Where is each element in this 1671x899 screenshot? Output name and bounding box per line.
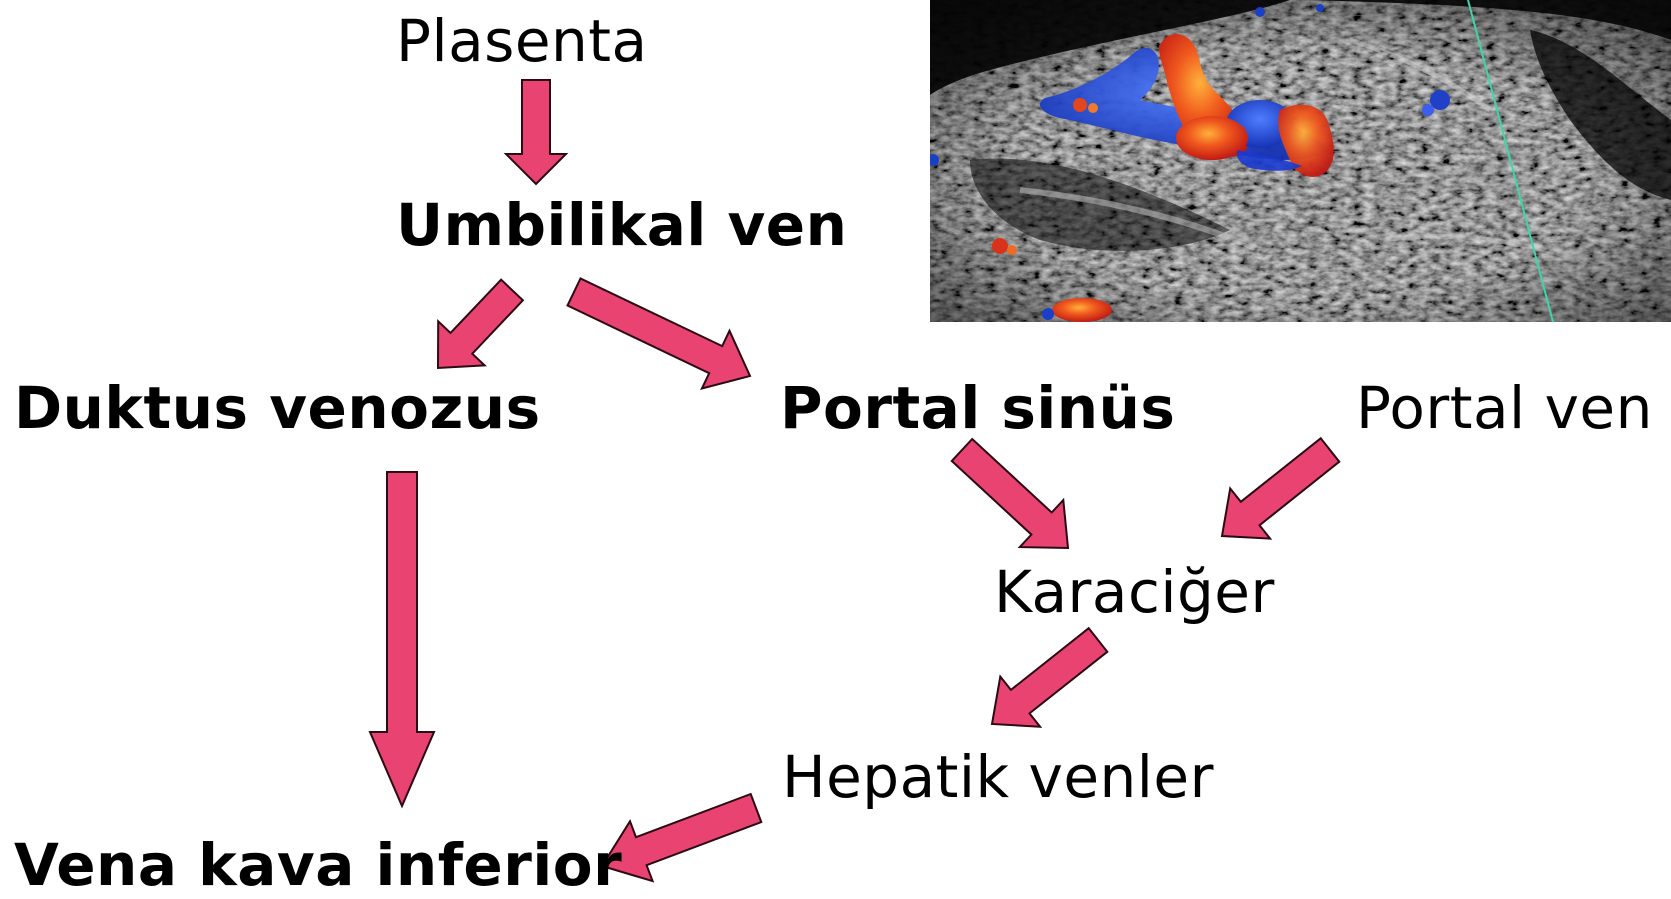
node-plasenta: Plasenta (396, 12, 648, 70)
node-hepatik-venler: Hepatik venler (782, 748, 1214, 806)
node-duktus-venozus: Duktus venozus (14, 379, 541, 437)
arrow-portal-sinus-to-karaciger (952, 439, 1068, 548)
node-portal-sinus: Portal sinüs (780, 379, 1175, 437)
arrow-umbilikal-to-portal-sinus (568, 279, 751, 389)
node-portal-ven: Portal ven (1356, 379, 1653, 437)
node-umbilikal-ven: Umbilikal ven (396, 196, 847, 254)
arrow-umbilikal-to-duktus (438, 280, 523, 368)
node-vena-kava-inferior: Vena kava inferior (14, 836, 622, 894)
arrow-portal-ven-to-karaciger (1222, 438, 1339, 538)
arrow-plasenta-to-umbilikal (506, 80, 566, 184)
arrow-karaciger-to-hepatik (992, 628, 1107, 727)
node-karaciger: Karaciğer (994, 563, 1275, 621)
arrow-duktus-to-vena-kava (370, 472, 434, 806)
arrow-hepatik-to-vena-kava (602, 794, 761, 881)
